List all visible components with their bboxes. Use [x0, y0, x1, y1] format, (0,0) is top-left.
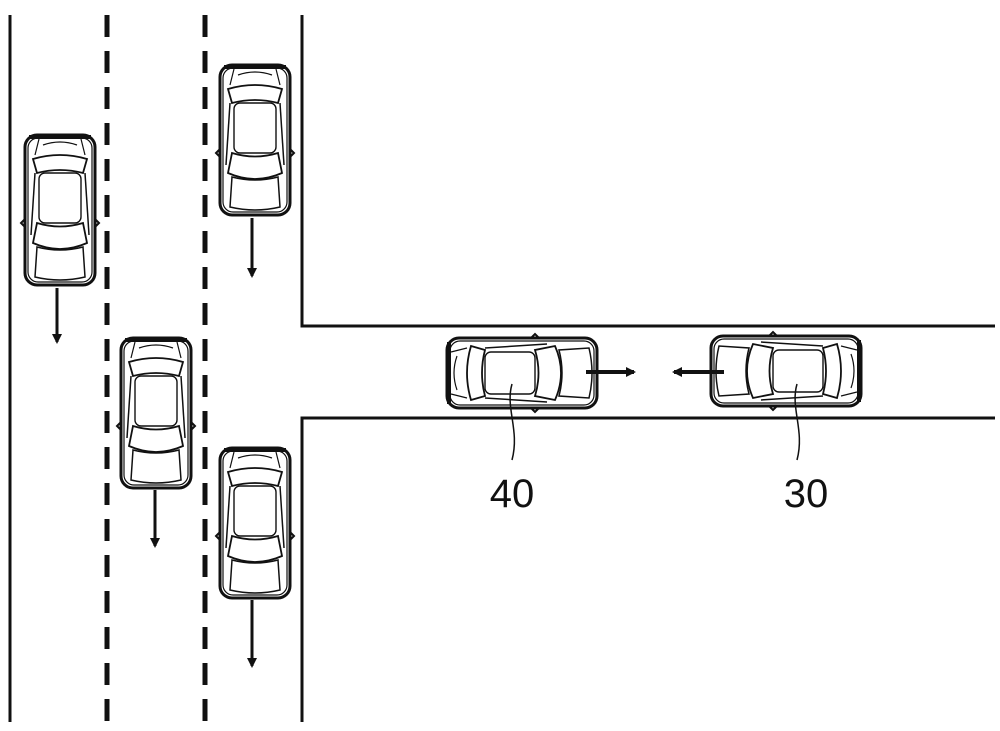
- car-40-icon: [447, 334, 597, 412]
- car-lane3-top-icon: [216, 65, 294, 215]
- car-30-icon: [711, 332, 861, 410]
- lower-junction-edge: [302, 418, 995, 722]
- upper-junction-edge: [302, 15, 995, 326]
- label-40: 40: [490, 472, 535, 516]
- car-lane2-icon: [117, 338, 195, 488]
- car-lane1-icon: [21, 135, 99, 285]
- label-30: 30: [784, 472, 829, 516]
- car-lane3-bottom-icon: [216, 448, 294, 598]
